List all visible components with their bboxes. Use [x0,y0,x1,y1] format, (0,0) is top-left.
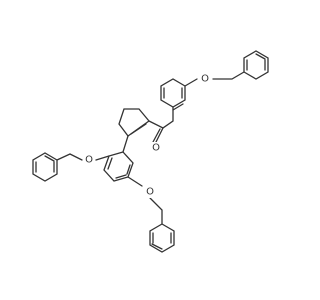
ether-oxygen-bottom-bg [145,186,155,198]
carbonyl-bond [152,128,161,143]
chain-e-bond [127,176,143,187]
chain-b-bond [148,120,164,129]
bond-layer [32,50,269,253]
ring-e-inner-bond [44,155,55,162]
chain-e-bond [149,197,163,225]
chain-a-bond [212,71,245,80]
ring-a-inner-bond [255,53,266,60]
ring-d-inner-bond [126,164,131,175]
carbonyl-oxygen-label: O [152,143,160,154]
ring-f-inner-bond [151,243,163,250]
ether-oxygen-left-bg [84,154,94,166]
chemical-structure-diagram: O O O O [32,50,269,253]
ether-oxygen-top-right-label: O [201,74,209,85]
ring-d-inner-bond [115,174,127,179]
ether-oxygen-left-label: O [85,155,93,166]
carbonyl-oxygen-bg [151,142,161,154]
chain-a-bond [184,78,198,87]
ring-f-bond [149,223,175,253]
ring-b-bond [160,78,186,108]
chain-d-bond [95,155,110,161]
ring-d-inner-bond [107,157,113,170]
structure-canvas: O O O O [32,50,269,253]
chain-b-bond [155,106,174,143]
chain-d-bond [56,153,83,161]
ether-oxygen-top-right-bg [200,73,210,85]
ring-a-bond [243,50,269,80]
atom-label-layer: O O O O [84,73,210,198]
ring-e-bond [32,152,58,182]
chain-c-bond [122,135,129,153]
ether-oxygen-bottom-label: O [146,187,154,198]
ring-c-double-bond [130,123,147,135]
ring-b-inner-bond [172,103,184,111]
